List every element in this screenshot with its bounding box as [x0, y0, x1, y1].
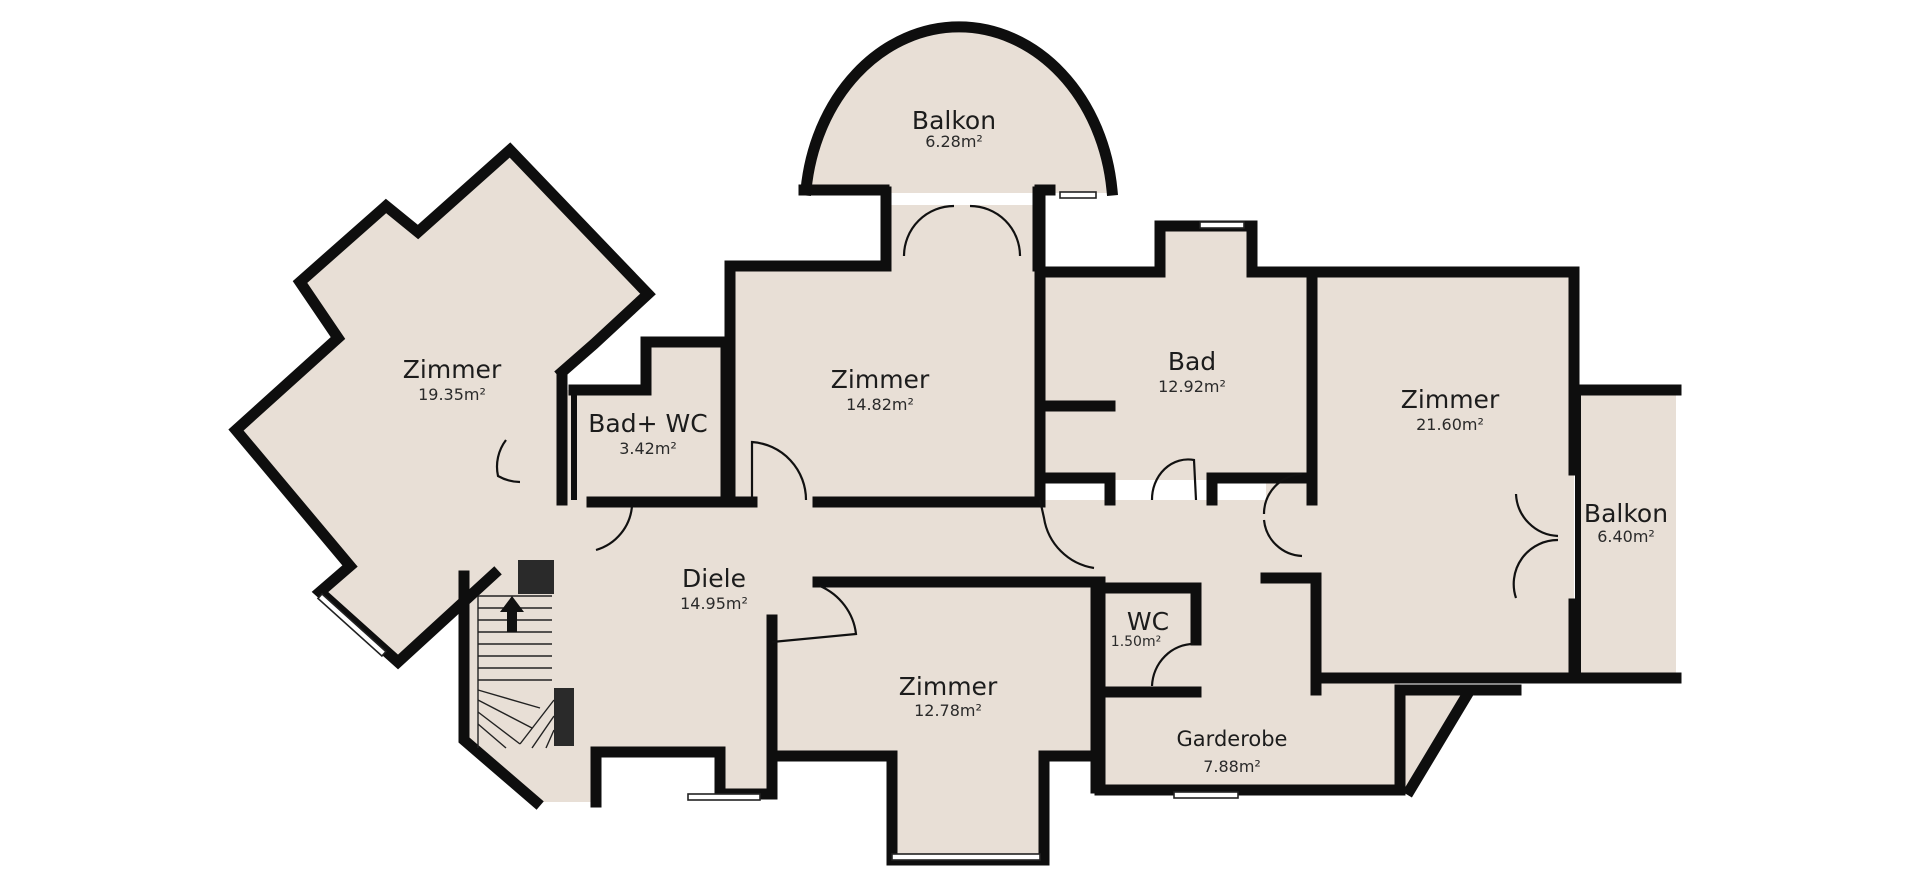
room-area: 6.40m² [1597, 527, 1655, 546]
room-fill-zimmer-south [772, 584, 1096, 860]
wall-wc [1096, 582, 1202, 646]
label-balkon-right: Balkon 6.40m² [1584, 499, 1668, 546]
room-name: Diele [682, 564, 746, 593]
window-diele-south [687, 793, 761, 801]
wall-zimmer-ne-left-bottom [1260, 572, 1322, 686]
room-fill-balkon-right [1578, 390, 1676, 676]
door-zimmer-ne [1262, 472, 1303, 558]
room-fill-bad-wc [566, 344, 724, 500]
room-area: 12.92m² [1158, 377, 1226, 396]
wall-zimmer-nw [228, 142, 656, 670]
room-area: 14.95m² [680, 594, 748, 613]
stair-landing-top [518, 560, 554, 594]
room-area: 6.28m² [925, 132, 983, 151]
door-wc [1150, 642, 1195, 687]
wall-garderobe-bottom [1094, 684, 1480, 798]
windows [316, 191, 1245, 861]
door-zimmer-center [750, 440, 808, 501]
room-fill-zimmer-center [730, 205, 1040, 502]
room-area: 21.60m² [1416, 415, 1484, 434]
room-area: 19.35m² [418, 385, 486, 404]
window-zimmer-nw [316, 592, 388, 658]
label-garderobe: Garderobe 7.88m² [1177, 727, 1288, 776]
room-name: Balkon [1584, 499, 1668, 528]
wall-balkon-top-arc [799, 21, 1119, 197]
label-wc: WC 1.50m² [1111, 607, 1169, 650]
label-zimmer-south: Zimmer 12.78m² [899, 672, 998, 720]
room-name: Balkon [912, 106, 996, 135]
window-balkon-top [1059, 191, 1097, 199]
wall-bad-top [1034, 220, 1580, 278]
door-balkon-right [1512, 493, 1559, 599]
room-name: Bad [1168, 347, 1216, 376]
door-diele-right [1038, 499, 1095, 570]
label-zimmer-nw: Zimmer 19.35m² [403, 355, 502, 404]
room-area: 3.42m² [619, 439, 677, 458]
wall-zimmer-center-top [724, 260, 892, 506]
door-balkon-top [902, 204, 1022, 257]
room-fill-diele [464, 500, 1316, 802]
room-fill-zimmer-ne [1266, 272, 1574, 676]
room-name: Garderobe [1177, 727, 1288, 751]
room-fill-wc [1102, 588, 1196, 690]
wall-stair-left [458, 570, 544, 810]
door-bad [1150, 458, 1198, 501]
stair-landing-bottom [554, 688, 574, 746]
label-diele: Diele 14.95m² [680, 564, 748, 613]
door-zimmer-nw [495, 439, 521, 484]
room-name: Bad+ WC [588, 409, 707, 438]
label-balkon-top: Balkon 6.28m² [912, 106, 996, 151]
window-zimmer-south [891, 853, 1041, 861]
room-name: WC [1127, 607, 1169, 636]
room-name: Zimmer [899, 672, 998, 701]
room-name: Zimmer [1401, 385, 1500, 414]
room-fill-garderobe [1102, 580, 1400, 790]
label-zimmer-ne: Zimmer 21.60m² [1401, 385, 1500, 434]
window-bad [1199, 221, 1245, 229]
label-zimmer-center: Zimmer 14.82m² [831, 365, 930, 414]
room-area: 14.82m² [846, 395, 914, 414]
room-area: 1.50m² [1111, 634, 1161, 650]
floor-fills [236, 30, 1676, 860]
room-fill-bad [1040, 226, 1310, 480]
label-bad: Bad 12.92m² [1158, 347, 1226, 396]
room-name: Zimmer [831, 365, 930, 394]
door-bad-wc [595, 505, 634, 552]
room-name: Zimmer [403, 355, 502, 384]
room-fill-zimmer-nw [236, 150, 654, 660]
room-labels: Zimmer 19.35m² Balkon 6.28m² Bad+ WC 3.4… [403, 106, 1668, 776]
room-area: 7.88m² [1203, 757, 1261, 776]
wall-bad-bottom-right [1206, 472, 1316, 506]
door-zimmer-south [771, 584, 858, 644]
stair-arrow-icon [500, 596, 524, 632]
room-fill-balkon-top [810, 30, 1112, 193]
wall-bad-bottom-left [1034, 472, 1116, 506]
room-area: 12.78m² [914, 701, 982, 720]
stairs [477, 560, 574, 749]
label-bad-wc: Bad+ WC 3.42m² [588, 409, 707, 458]
doors [495, 204, 1559, 687]
window-garderobe [1173, 791, 1239, 799]
walls [228, 21, 1682, 866]
